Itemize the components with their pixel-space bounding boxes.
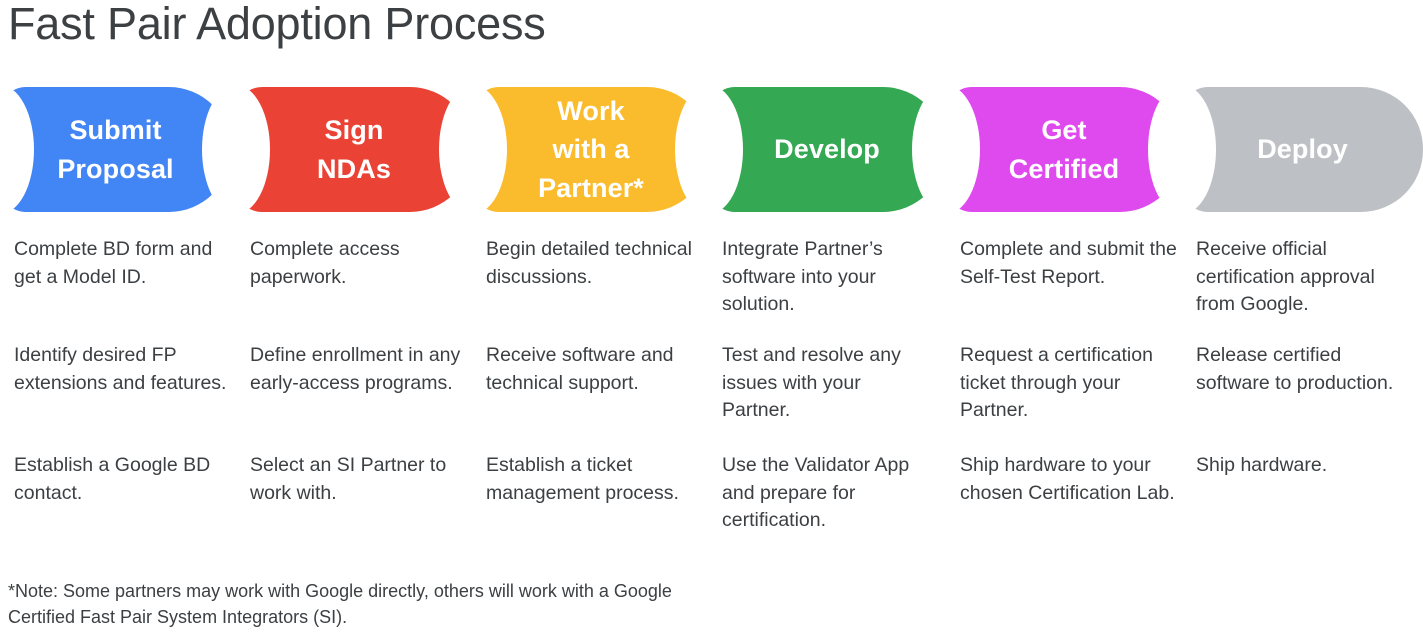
stage-banner-work-with-a-partner[interactable]: Work with a Partner*: [439, 85, 709, 214]
detail-item: Test and resolve any issues with your Pa…: [722, 344, 901, 422]
stage-banner-label: Develop: [774, 134, 880, 165]
detail-item: Ship hardware to your chosen Certificati…: [960, 454, 1175, 504]
process-detail-grid: Complete BD form and get a Model ID. Comp…: [0, 236, 1423, 562]
detail-item: Define enrollment in any early-access pr…: [250, 344, 461, 394]
stage-banner-develop[interactable]: Develop: [675, 85, 945, 214]
detail-item: Release certified software to production…: [1196, 344, 1394, 394]
detail-item: Request a certification ticket through y…: [960, 344, 1153, 422]
detail-item: Establish a Google BD contact.: [14, 454, 211, 504]
detail-item: Complete access paperwork.: [250, 238, 400, 288]
detail-item: Complete BD form and get a Model ID.: [14, 238, 213, 288]
detail-item: Establish a ticket management process.: [486, 454, 679, 504]
detail-item: Receive software and technical support.: [486, 344, 674, 394]
detail-item: Integrate Partner’s software into your s…: [722, 238, 883, 316]
detail-item: Select an SI Partner to work with.: [250, 454, 447, 504]
stage-banner-deploy[interactable]: Deploy: [1148, 85, 1423, 214]
stage-banner-label: Sign NDAs: [317, 115, 391, 184]
stage-banner-label: Deploy: [1257, 134, 1348, 165]
detail-item: Receive official certification approval …: [1196, 238, 1375, 316]
page-title: Fast Pair Adoption Process: [8, 0, 546, 49]
stage-banner-label: Work with a Partner*: [538, 96, 644, 203]
detail-row: Complete BD form and get a Model ID. Comp…: [0, 236, 1423, 342]
detail-item: Ship hardware.: [1196, 454, 1328, 476]
detail-item: Complete and submit the Self-Test Report…: [960, 238, 1177, 288]
detail-item: Identify desired FP extensions and featu…: [14, 344, 227, 394]
process-stage-banner-strip: Submit Proposal Sign NDAs Work with a Part…: [0, 85, 1423, 214]
detail-item: Begin detailed technical discussions.: [486, 238, 692, 288]
detail-item: Use the Validator App and prepare for ce…: [722, 454, 910, 532]
stage-banner-label: Get Certified: [1008, 115, 1120, 184]
stage-banner-get-certified[interactable]: Get Certified: [912, 85, 1182, 214]
stage-banner-sign-ndas[interactable]: Sign NDAs: [202, 85, 472, 214]
footnote-note: *Note: Some partners may work with Googl…: [8, 581, 672, 628]
stage-banner-label: Submit Proposal: [57, 115, 174, 184]
stage-banner-submit-proposal[interactable]: Submit Proposal: [0, 85, 231, 214]
detail-row: Establish a Google BD contact. Select an …: [0, 452, 1423, 562]
detail-row: Identify desired FP extensions and featu…: [0, 342, 1423, 452]
